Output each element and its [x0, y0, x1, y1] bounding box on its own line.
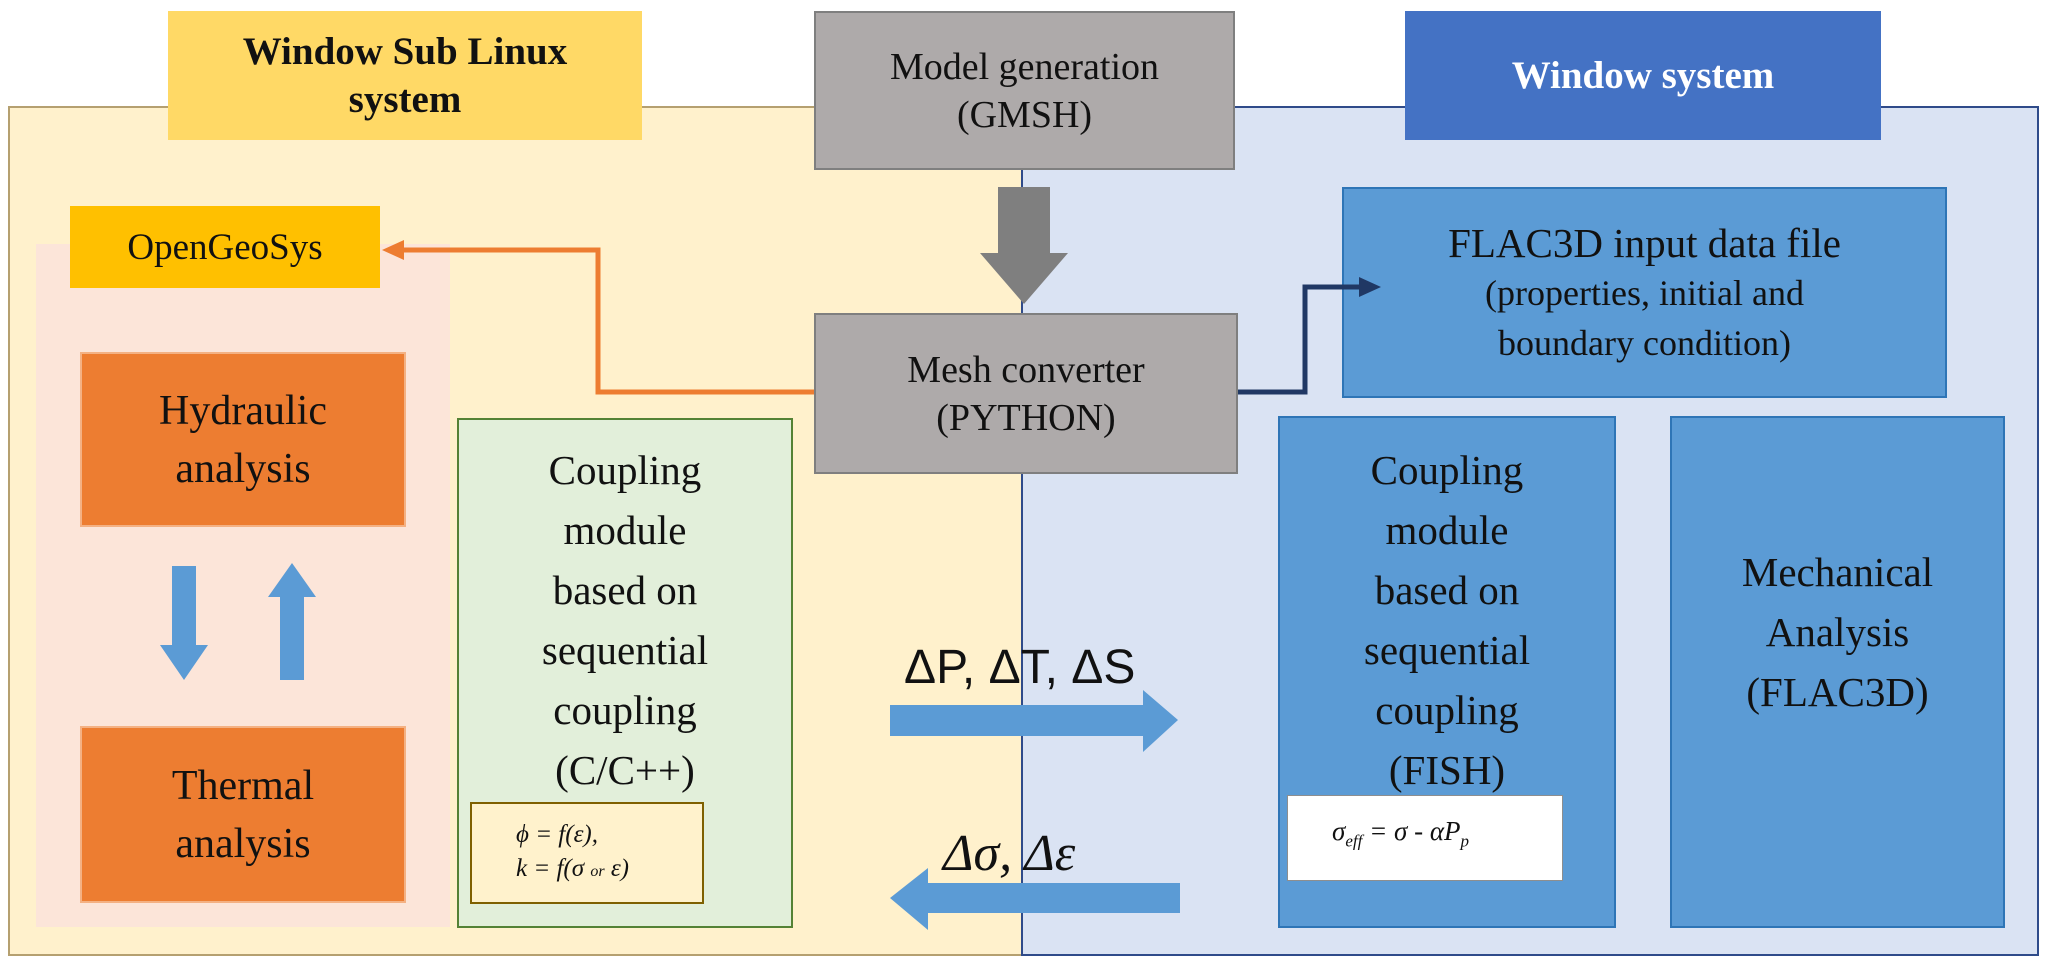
formula-left-line2-a: k = f(σ [516, 855, 591, 882]
linux-system-title: Window Sub Linux system [168, 11, 642, 140]
hydraulic-to-thermal-arrow [160, 566, 208, 680]
coupling-left-line1: Coupling [548, 447, 702, 493]
thermal-to-hydraulic-arrow [268, 563, 316, 680]
formula-right-p: p [1460, 831, 1470, 851]
thermal-analysis-box: Thermal analysis [80, 726, 406, 903]
coupling-right-line4: sequential [1363, 627, 1531, 673]
exchange-to-left-label: Δσ, Δε [943, 825, 1076, 882]
opengeosys-arrowhead [382, 240, 404, 260]
mechanical-line1: Mechanical [1741, 549, 1934, 595]
coupling-left-line4: sequential [541, 627, 709, 673]
formula-left-line1: ϕ = f(ε), [516, 821, 599, 848]
formula-left: ϕ = f(ε), k = f(σ or ε) [470, 802, 704, 904]
opengeosys-label: OpenGeoSys [70, 206, 380, 288]
formula-left-line2-b: ε) [604, 855, 629, 882]
flac-input-line2: (properties, initial and [1485, 272, 1804, 313]
windows-system-title: Window system [1405, 11, 1881, 140]
formula-left-line2: k = f(σ or ε) [516, 852, 702, 889]
coupling-right-line2: module [1385, 507, 1509, 553]
thermal-line1: Thermal [171, 762, 315, 809]
flac-input-arrowhead [1359, 277, 1381, 297]
formula-right-eff: eff [1345, 831, 1363, 851]
mechanical-line2: Analysis [1765, 609, 1910, 655]
flac-input-line3: boundary condition) [1498, 322, 1791, 363]
formula-right: σeff = σ - αPp [1287, 795, 1563, 881]
formula-right-rest: = σ - αP [1362, 816, 1461, 846]
exchange-to-right-label: ΔP, ΔT, ΔS [904, 641, 1136, 694]
gmsh-to-mesh-arrow [980, 187, 1068, 304]
coupling-left-line2: module [563, 507, 687, 553]
coupling-left-line5: coupling [553, 687, 697, 733]
mesh-converter-box: Mesh converter (PYTHON) [814, 313, 1238, 474]
model-generation-box: Model generation (GMSH) [814, 11, 1235, 170]
linux-title-line2: system [348, 77, 462, 121]
coupling-right-line5: coupling [1375, 687, 1519, 733]
exchange-right-arrow [890, 690, 1178, 752]
linux-title-line1: Window Sub Linux [242, 29, 568, 73]
flac-input-line1: FLAC3D input data file [1448, 219, 1841, 266]
flac3d-input-box: FLAC3D input data file (properties, init… [1342, 187, 1947, 398]
mechanical-line3: (FLAC3D) [1746, 669, 1929, 715]
hydraulic-line1: Hydraulic [159, 387, 327, 434]
coupling-module-right: Coupling module based on sequential coup… [1278, 416, 1616, 928]
formula-right-sigma: σ [1332, 816, 1346, 846]
coupling-left-line3: based on [552, 567, 698, 613]
opengeosys-text: OpenGeoSys [127, 226, 323, 268]
mesh-to-flac-connector [1238, 284, 1360, 395]
coupling-right-line1: Coupling [1370, 447, 1524, 493]
mesh-to-opengeosys-connector [400, 247, 814, 395]
mechanical-analysis-box: Mechanical Analysis (FLAC3D) [1670, 416, 2005, 928]
windows-title-text: Window system [1511, 54, 1775, 97]
thermal-line2: analysis [175, 820, 311, 867]
hydraulic-analysis-box: Hydraulic analysis [80, 352, 406, 527]
model-generation-line1: Model generation [889, 45, 1160, 88]
exchange-left-arrow [890, 868, 1180, 930]
coupling-right-line6: (FISH) [1388, 747, 1506, 793]
formula-left-line2-or: or [590, 863, 605, 880]
mesh-converter-line1: Mesh converter [907, 348, 1145, 391]
coupling-left-line6: (C/C++) [555, 747, 695, 793]
model-generation-line2: (GMSH) [956, 93, 1093, 136]
hydraulic-line2: analysis [175, 445, 311, 492]
mesh-converter-line2: (PYTHON) [936, 396, 1116, 439]
coupling-right-line3: based on [1374, 567, 1520, 613]
